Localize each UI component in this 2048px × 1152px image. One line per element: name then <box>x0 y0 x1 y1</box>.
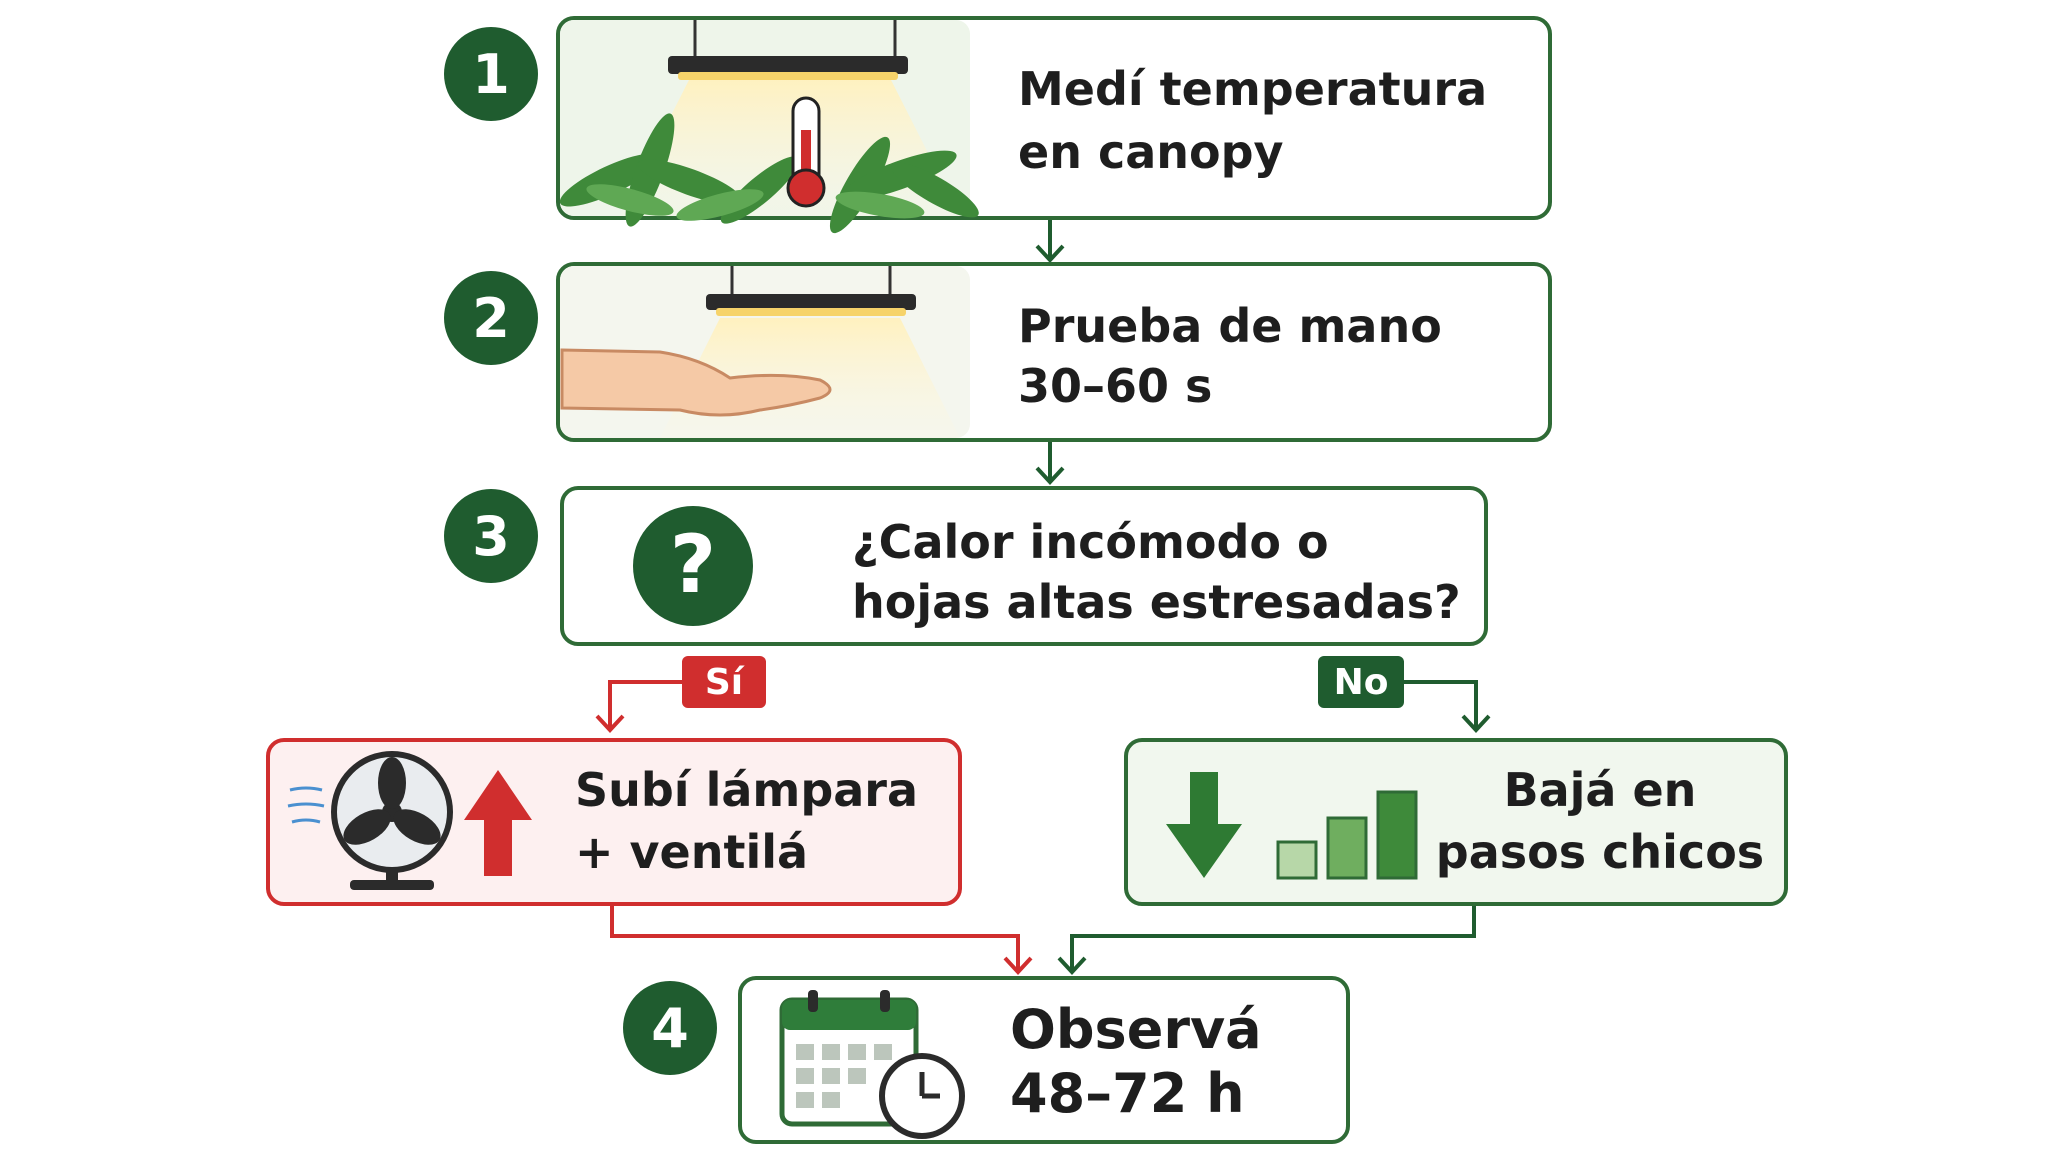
lamp-hand-icon <box>560 266 970 438</box>
step-text-line2: 30–60 s <box>1018 359 1212 413</box>
connector-arrow <box>1035 220 1065 263</box>
step-4: 4 Observá 48–72 h <box>623 976 1350 1144</box>
arrow-down-icon <box>1166 772 1242 878</box>
yes-action: Subí lámpara + ventilá <box>266 738 962 906</box>
no-action-line2: pasos chicos <box>1436 825 1764 879</box>
yes-action-line2: + ventilá <box>575 825 808 879</box>
no-action-line1: Bajá en <box>1504 763 1697 817</box>
step-number: 3 <box>472 505 510 568</box>
lamp-plants-thermometer-icon <box>559 20 979 234</box>
calendar-clock-icon <box>779 990 965 1139</box>
yes-badge: Sí <box>682 656 766 708</box>
question-icon: ? <box>633 506 753 626</box>
step-text-line2: en canopy <box>1018 125 1284 179</box>
merge-connector-yes <box>610 906 1033 975</box>
no-branch-connector <box>1402 680 1491 733</box>
step-2: 2 Prueba de mano 30–60 s <box>444 262 1552 442</box>
step-3: 3 ? ¿Calor incómodo o hojas altas estres… <box>444 486 1488 646</box>
no-action: Bajá en pasos chicos <box>1124 738 1788 906</box>
step-1: 1 <box>444 16 1552 234</box>
step-number-badge <box>444 489 538 583</box>
decision-box <box>560 486 1488 646</box>
step-number: 4 <box>651 997 689 1060</box>
step-number-badge <box>623 981 717 1075</box>
yes-label: Sí <box>705 662 745 703</box>
merge-connector-no <box>1057 906 1476 975</box>
step-number-badge <box>444 271 538 365</box>
step-number-badge <box>444 27 538 121</box>
fan-icon <box>287 751 453 890</box>
no-label: No <box>1334 662 1389 703</box>
bar-steps-icon <box>1276 790 1418 880</box>
yes-action-line1: Subí lámpara <box>575 763 918 817</box>
step-text-line1: Prueba de mano <box>1018 299 1442 353</box>
step-text-line1: Medí temperatura <box>1018 62 1487 116</box>
svg-text:?: ? <box>670 518 716 611</box>
step-text-line1: Observá <box>1010 998 1262 1061</box>
question-line1: ¿Calor incómodo o <box>852 515 1329 569</box>
step-number: 1 <box>472 43 510 106</box>
step-text-line2: 48–72 h <box>1010 1062 1245 1125</box>
no-badge: No <box>1318 656 1404 708</box>
connector-arrow <box>1035 442 1065 485</box>
step-number: 2 <box>472 287 510 350</box>
arrow-up-icon <box>464 770 532 876</box>
yes-branch-connector <box>595 680 682 733</box>
question-line2: hojas altas estresadas? <box>852 575 1461 629</box>
